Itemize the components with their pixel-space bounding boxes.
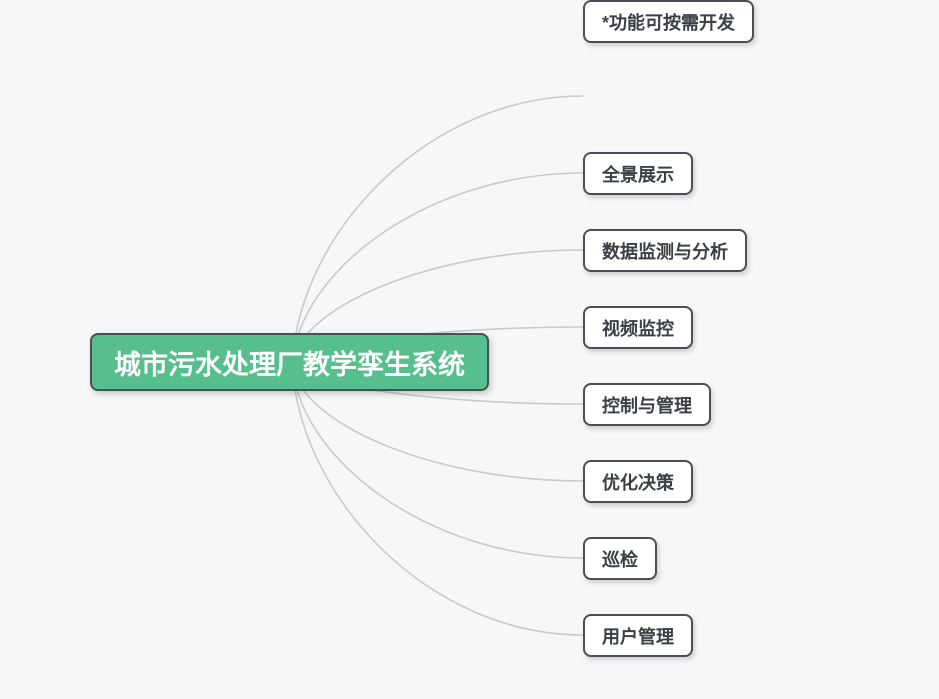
mindmap-node-on-demand-note[interactable]: *功能可按需开发	[583, 0, 755, 43]
mindmap-node-data-monitoring[interactable]: 数据监测与分析	[583, 229, 747, 272]
mindmap-node-optimization-decision[interactable]: 优化决策	[583, 460, 693, 503]
connector-curve	[291, 363, 584, 559]
mindmap-node-user-management[interactable]: 用户管理	[583, 614, 693, 657]
mindmap-node-panorama[interactable]: 全景展示	[583, 152, 693, 195]
connector-curve	[291, 363, 584, 636]
mindmap-node-control-management[interactable]: 控制与管理	[583, 383, 711, 426]
mindmap-root-node[interactable]: 城市污水处理厂教学孪生系统	[90, 333, 489, 391]
mindmap-node-inspection[interactable]: 巡检	[583, 537, 657, 580]
connector-curve	[291, 172, 584, 365]
mindmap-node-video-surveillance[interactable]: 视频监控	[583, 306, 693, 349]
connector-curve	[291, 95, 584, 365]
